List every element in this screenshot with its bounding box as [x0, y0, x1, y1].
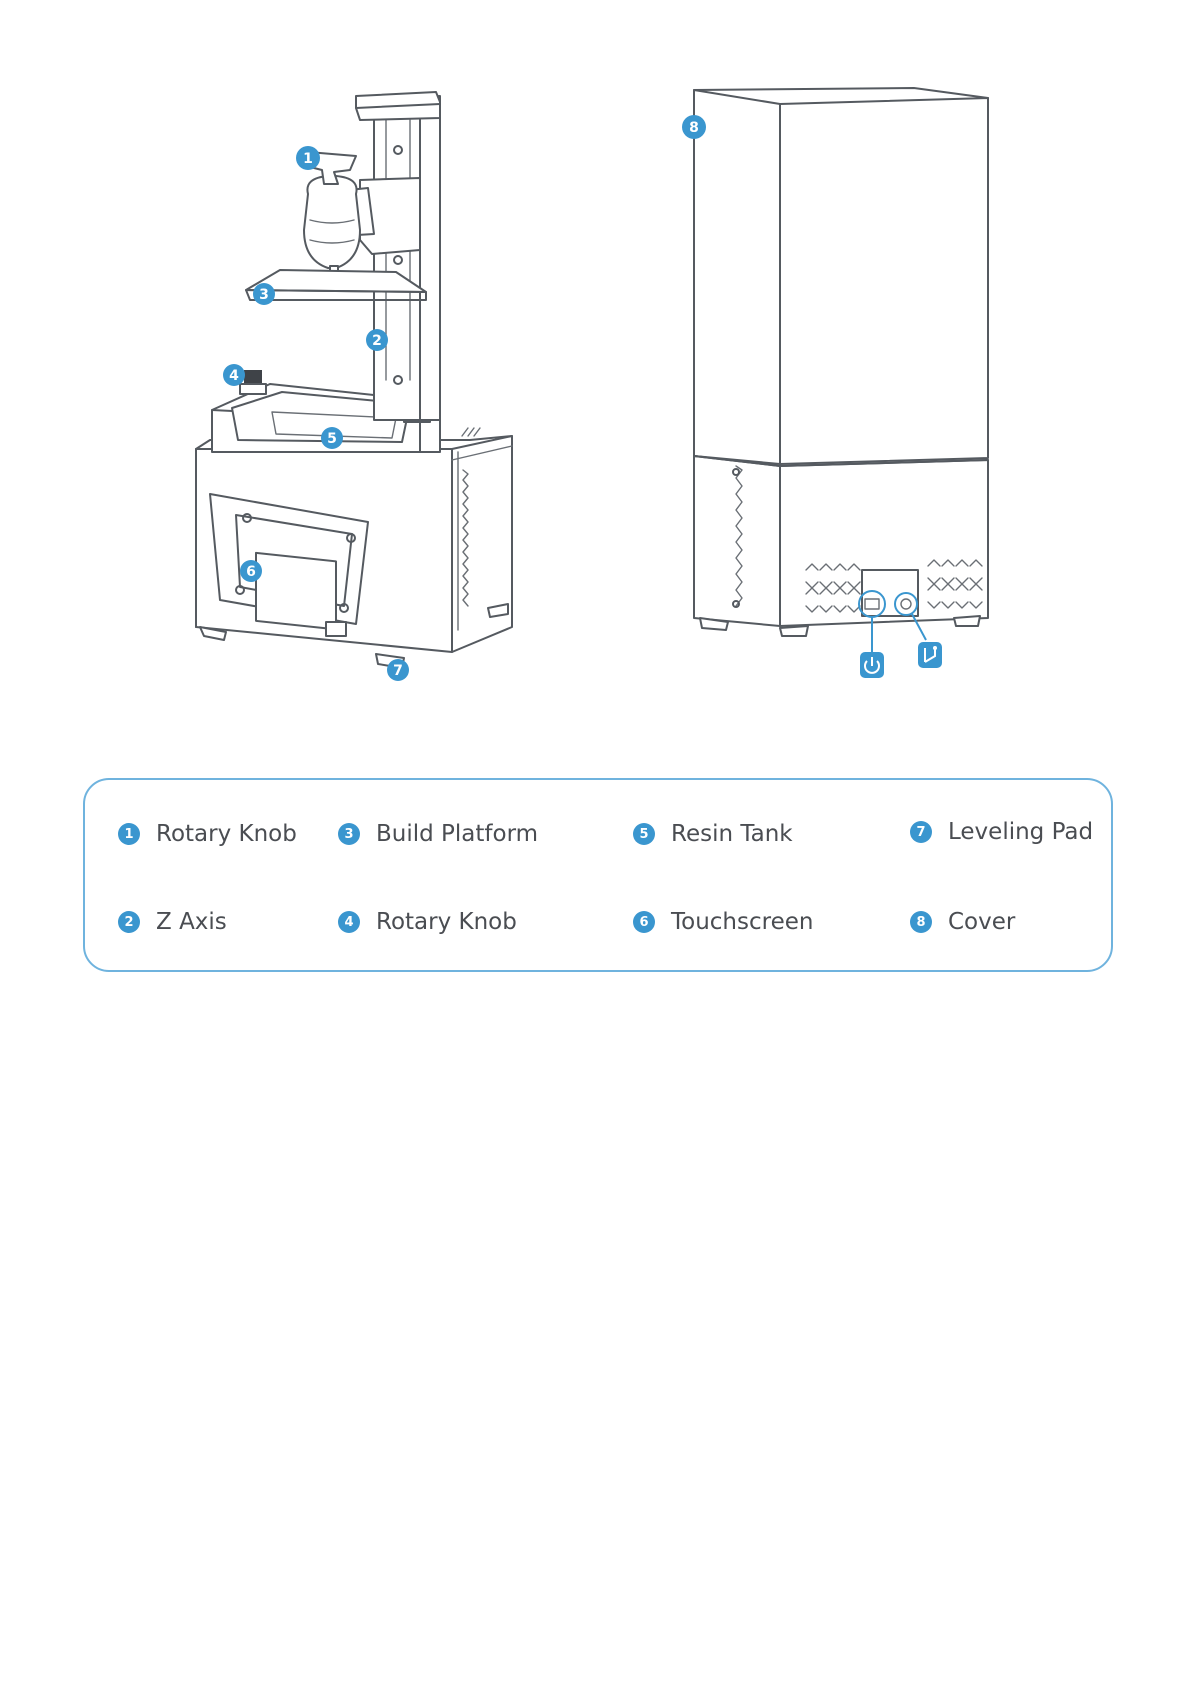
svg-text:8: 8	[689, 120, 699, 136]
legend-number: 3	[338, 823, 360, 845]
callout-8: 8	[682, 115, 706, 139]
legend-label: Touchscreen	[671, 909, 813, 935]
svg-text:4: 4	[229, 368, 239, 384]
svg-text:5: 5	[327, 431, 337, 447]
legend-item-1: 1 Rotary Knob	[118, 821, 297, 847]
legend-item-3: 3 Build Platform	[338, 821, 538, 847]
svg-text:7: 7	[393, 663, 403, 679]
power-icon	[860, 652, 884, 678]
svg-text:2: 2	[372, 333, 382, 349]
callout-6: 6	[240, 560, 262, 582]
legend-item-5: 5 Resin Tank	[633, 821, 793, 847]
legend-label: Leveling Pad	[948, 819, 1093, 845]
callout-4: 4	[223, 364, 245, 386]
svg-text:3: 3	[259, 287, 269, 303]
legend-number: 1	[118, 823, 140, 845]
legend-number: 6	[633, 911, 655, 933]
legend-item-6: 6 Touchscreen	[633, 909, 813, 935]
legend-label: Build Platform	[376, 821, 538, 847]
callout-7: 7	[387, 659, 409, 681]
legend-item-4: 4 Rotary Knob	[338, 909, 517, 935]
callout-5: 5	[321, 427, 343, 449]
legend-number: 8	[910, 911, 932, 933]
printer-diagram: 1 2 3 4 5 6 7 8	[0, 0, 1190, 720]
legend-label: Resin Tank	[671, 821, 793, 847]
legend-number: 5	[633, 823, 655, 845]
legend-item-2: 2 Z Axis	[118, 909, 227, 935]
printer-rear-view	[694, 88, 988, 652]
callout-1: 1	[296, 146, 320, 170]
svg-text:1: 1	[303, 151, 313, 167]
callout-2: 2	[366, 329, 388, 351]
legend-item-8: 8 Cover	[910, 909, 1015, 935]
legend-label: Z Axis	[156, 909, 227, 935]
callout-3: 3	[253, 283, 275, 305]
legend-number: 7	[910, 821, 932, 843]
legend-number: 2	[118, 911, 140, 933]
legend-label: Rotary Knob	[376, 909, 517, 935]
legend-label: Cover	[948, 909, 1015, 935]
usb-icon	[918, 642, 942, 668]
legend-label: Rotary Knob	[156, 821, 297, 847]
svg-text:6: 6	[246, 564, 256, 580]
parts-legend	[83, 778, 1113, 972]
legend-item-7: 7 Leveling Pad	[910, 819, 1093, 845]
legend-number: 4	[338, 911, 360, 933]
